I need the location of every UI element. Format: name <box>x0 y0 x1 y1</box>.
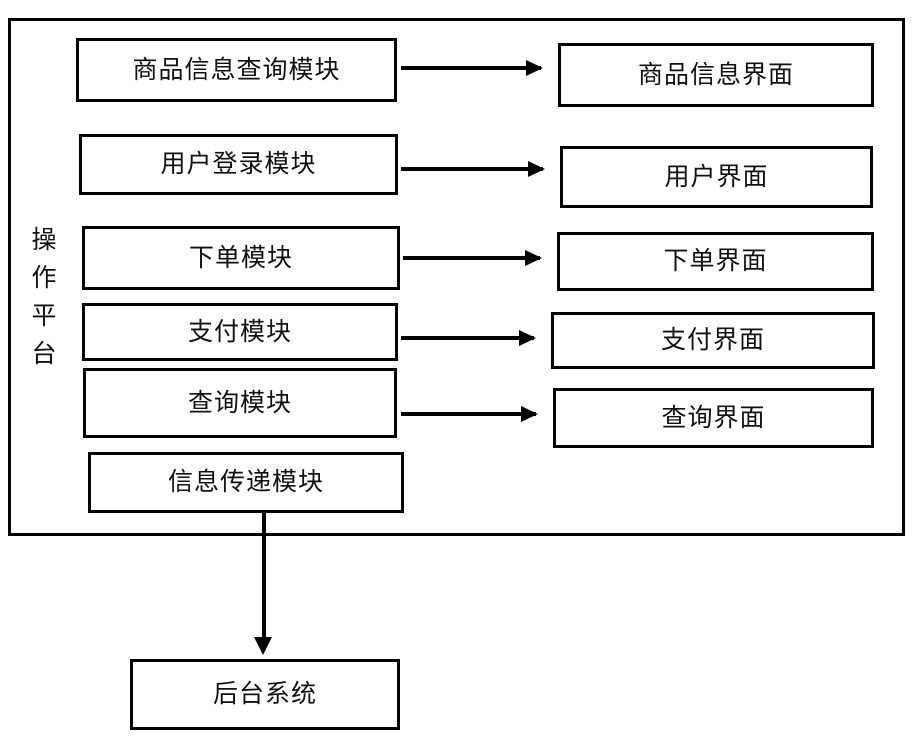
interface-box-payment[interactable]: 支付界面 <box>551 312 875 369</box>
operation-platform-label: 操作平台 <box>31 227 57 368</box>
module-box-payment[interactable]: 支付模块 <box>82 303 398 361</box>
interface-box-query[interactable]: 查询界面 <box>553 388 874 448</box>
arrow-place-order-to-place-order-interface <box>403 256 540 260</box>
module-box-product-info-query[interactable]: 商品信息查询模块 <box>76 38 397 102</box>
module-box-place-order[interactable]: 下单模块 <box>82 226 400 290</box>
arrow-info-transfer-to-backend-line <box>262 513 266 650</box>
arrow-query-to-query-interface <box>401 412 536 416</box>
module-box-user-login[interactable]: 用户登录模块 <box>79 134 398 195</box>
backend-system-box[interactable]: 后台系统 <box>130 659 400 730</box>
interface-box-product-info[interactable]: 商品信息界面 <box>558 43 874 107</box>
arrow-info-transfer-to-backend-head <box>254 637 272 655</box>
arrow-product-info-query-to-product-info-interface <box>401 66 541 70</box>
operation-platform-container <box>8 18 905 536</box>
arrow-user-login-to-user-interface <box>401 167 543 171</box>
interface-box-user[interactable]: 用户界面 <box>560 146 873 208</box>
module-box-info-transfer[interactable]: 信息传递模块 <box>88 452 404 513</box>
arrow-payment-to-payment-interface <box>401 336 534 340</box>
module-box-query[interactable]: 查询模块 <box>83 368 397 438</box>
interface-box-place-order[interactable]: 下单界面 <box>557 232 874 291</box>
